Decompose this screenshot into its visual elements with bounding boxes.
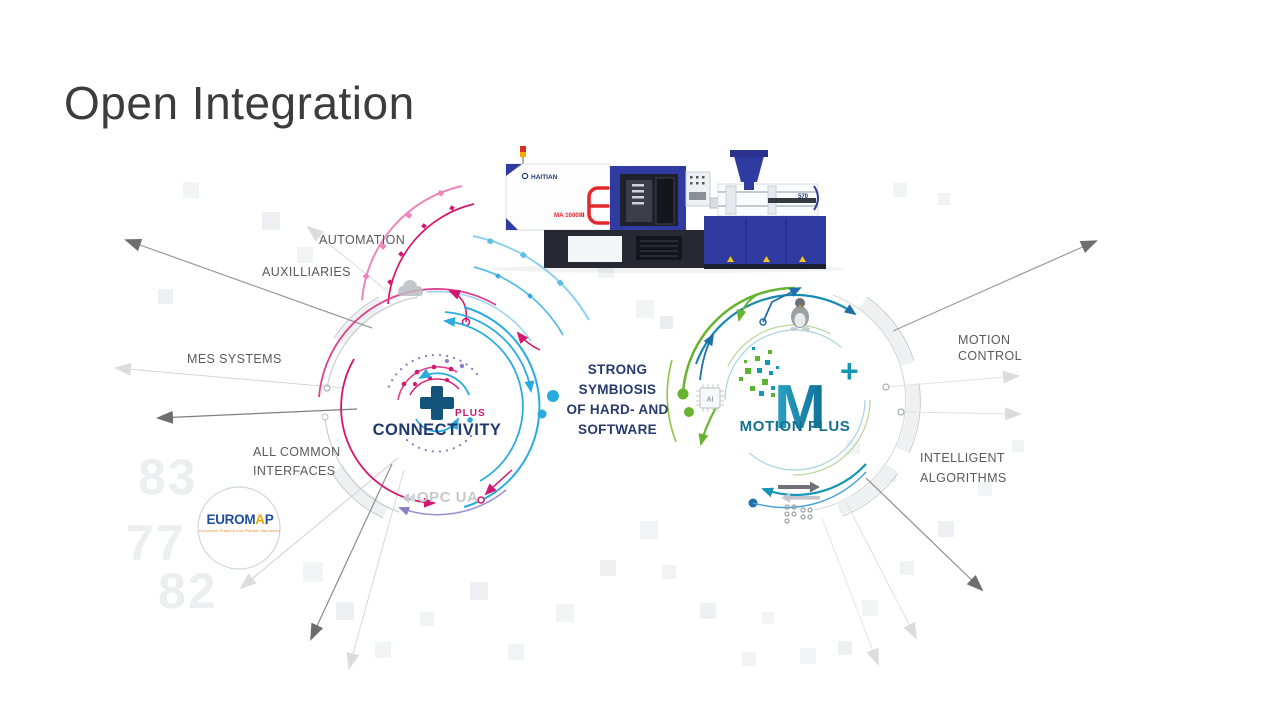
background-number-83: 83: [138, 449, 198, 505]
motion-arcs: [666, 286, 871, 509]
euromap-orange-a: A: [255, 512, 265, 527]
hopper: [734, 156, 764, 182]
label-intelligent: INTELLIGENT: [920, 451, 1005, 465]
ai-chip-label: AI: [707, 397, 714, 404]
opcua-icon-2: [408, 492, 415, 503]
pixel-mosaic-background: [158, 182, 1024, 666]
monogram-plus: +: [840, 353, 859, 389]
label-automation: AUTOMATION: [319, 233, 406, 247]
cloud-icon: [398, 280, 423, 296]
center-text-line3: OF HARD- AND: [566, 402, 669, 417]
machine-brand: HAITIAN: [531, 174, 558, 181]
center-text-line1: STRONG: [587, 362, 648, 377]
injection-molding-machine: HAITIAN MA 1600Ⅲ 570: [490, 146, 846, 273]
signal-tower-light: [520, 146, 526, 152]
connectivity-arcs: [318, 185, 590, 516]
euromap-text-p: P: [264, 512, 274, 527]
label-all-common: ALL COMMON: [253, 445, 341, 459]
pink-beads: [362, 190, 445, 280]
euromap-text: EUROM: [206, 512, 256, 527]
euromap-logo: EUROMAP European Plastics and Rubber Mac…: [196, 512, 284, 533]
opcua-icon: [402, 492, 409, 503]
connectivity-hub-label: CONNECTIVITY: [372, 421, 502, 439]
center-text: STRONG SYMBIOSIS OF HARD- AND SOFTWARE: [540, 360, 695, 440]
monogram-m: M: [774, 373, 826, 442]
motion-gray-ring: [813, 294, 921, 517]
label-algorithms: ALGORITHMS: [920, 471, 1007, 485]
motion-plus-monogram: M +: [739, 347, 859, 442]
monogram-pixels: [739, 350, 775, 397]
background-number-82: 82: [158, 563, 218, 619]
machine-badge: 570: [798, 194, 809, 200]
connectivity-plus-label: PLUS: [455, 408, 486, 419]
opcua-text: OPC UA: [417, 489, 479, 506]
label-auxilliaries: AUXILLIARIES: [262, 265, 351, 279]
linux-tux-icon: [790, 298, 810, 331]
label-mes-systems: MES SYSTEMS: [187, 352, 282, 366]
opcua-logo: OPC UA: [402, 489, 478, 506]
connectivity-gray-ring: [321, 296, 419, 519]
radiating-arrows: [114, 225, 1098, 670]
motion-plus-hub-label: MOTION PLUS: [739, 418, 851, 435]
center-text-line2: SYMBIOSIS: [578, 382, 657, 397]
center-text-line4: SOFTWARE: [578, 422, 657, 437]
euromap-tagline: European Plastics and Rubber Machinery: [199, 528, 281, 533]
injection-unit-housing: [505, 163, 611, 231]
page-title: Open Integration: [64, 77, 415, 129]
machine-model: MA 1600Ⅲ: [554, 212, 585, 219]
plus-icon: [420, 386, 454, 420]
euromap-logo-circle: [197, 486, 281, 570]
label-interfaces: INTERFACES: [253, 464, 336, 478]
label-control: CONTROL: [958, 349, 1022, 363]
data-exchange-icon: [778, 481, 820, 524]
label-motion: MOTION: [958, 333, 1011, 347]
background-number-77: 77: [126, 515, 186, 571]
machine-red-bracket: [587, 186, 610, 225]
blue-beads: [487, 237, 564, 287]
ai-chip-icon: AI: [696, 384, 724, 412]
